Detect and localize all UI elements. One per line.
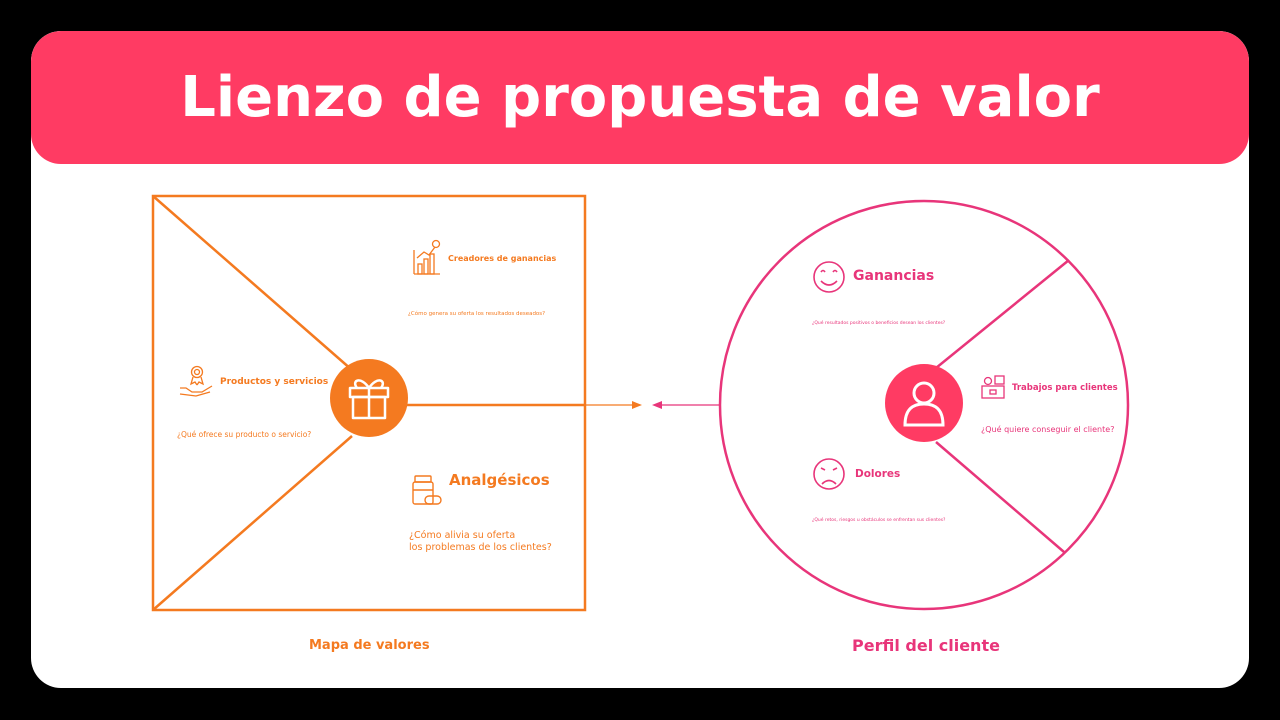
pain-relievers-question-line1: ¿Cómo alivia su oferta	[409, 530, 516, 541]
value-map-caption: Mapa de valores	[309, 638, 430, 653]
pain-relievers-title: Analgésicos	[449, 471, 550, 489]
gain-creators-title: Creadores de ganancias	[448, 254, 557, 263]
customer-profile-shape	[718, 199, 1130, 611]
gain-creators-question: ¿Cómo genera su oferta los resultados de…	[408, 311, 546, 317]
pains-title: Dolores	[855, 468, 901, 480]
hand-award-icon	[179, 365, 213, 397]
medicine-icon	[412, 475, 442, 505]
connection-arrows	[585, 401, 720, 409]
user-icon	[885, 364, 963, 442]
growth-chart-icon	[413, 239, 441, 275]
products-services-title: Productos y servicios	[220, 377, 329, 387]
page-title: Lienzo de propuesta de valor	[180, 65, 1100, 130]
customer-profile-caption: Perfil del cliente	[852, 636, 1000, 655]
workstation-icon	[981, 375, 1005, 399]
sad-face-icon	[813, 458, 845, 490]
pains-question: ¿Qué retos, riesgos u obstáculos se enfr…	[812, 518, 946, 523]
jobs-question: ¿Qué quiere conseguir el cliente?	[981, 425, 1115, 434]
value-map-shape	[151, 194, 587, 612]
smile-icon	[813, 261, 845, 293]
products-services-question: ¿Qué ofrece su producto o servicio?	[177, 430, 312, 439]
jobs-title: Trabajos para clientes	[1012, 383, 1118, 393]
canvas-card: Lienzo de propuesta de valor	[31, 31, 1249, 688]
gains-question: ¿Qué resultados positivos o beneficios d…	[812, 321, 946, 326]
gains-title: Ganancias	[853, 268, 935, 284]
pain-relievers-question-line2: los problemas de los clientes?	[409, 542, 552, 553]
title-banner: Lienzo de propuesta de valor	[31, 31, 1249, 164]
gift-icon	[330, 359, 408, 437]
